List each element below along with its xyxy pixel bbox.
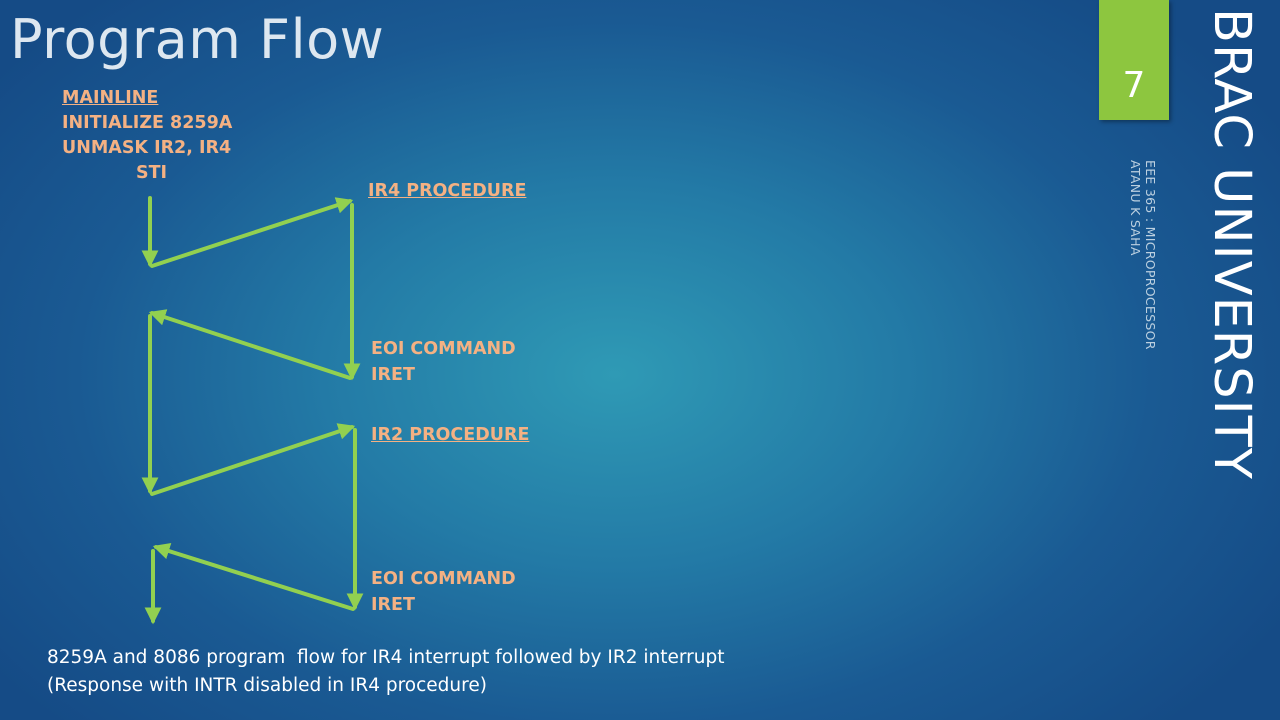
eoi-command-2: EOI COMMAND: [371, 569, 516, 589]
mainline-heading: MAINLINE: [62, 88, 159, 108]
mainline-initialize: INITIALIZE 8259A: [62, 113, 233, 133]
ir4-procedure-heading: IR4 PROCEDURE: [368, 181, 527, 201]
arrow-return-1: [148, 309, 352, 380]
iret-2: IRET: [371, 595, 415, 615]
ir2-procedure-heading: IR2 PROCEDURE: [371, 425, 530, 445]
slide-title: Program Flow: [10, 8, 385, 71]
page-number-badge: 7: [1099, 0, 1169, 120]
iret-1: IRET: [371, 365, 415, 385]
arrow-return-2: [152, 543, 355, 611]
eoi-command-1: EOI COMMAND: [371, 339, 516, 359]
diagram-caption: 8259A and 8086 program flow for IR4 inte…: [47, 644, 724, 700]
caption-line-2: (Response with INTR disabled in IR4 proc…: [47, 675, 487, 696]
page-number: 7: [1122, 65, 1146, 106]
mainline-sti: STI: [136, 163, 168, 183]
mainline-unmask: UNMASK IR2, IR4: [62, 138, 232, 158]
arrow-to-ir4: [150, 197, 354, 268]
arrow-to-ir2: [150, 423, 356, 496]
caption-line-1: 8259A and 8086 program flow for IR4 inte…: [47, 647, 725, 668]
